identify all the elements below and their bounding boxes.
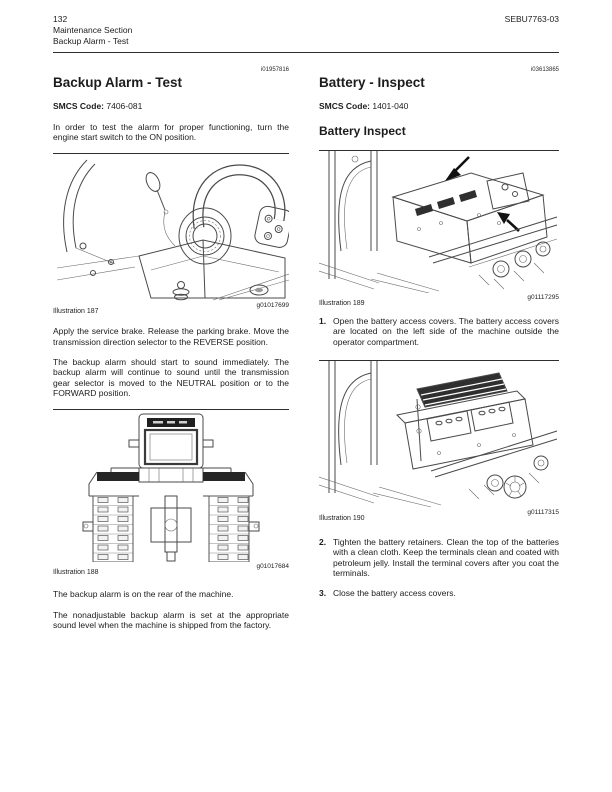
illustration-190-block: Illustration 190 g01117315 — [319, 359, 559, 522]
header-section: Maintenance Section — [53, 25, 133, 35]
smcs-label: SMCS Code: — [319, 100, 370, 111]
caption-label: Illustration 190 — [319, 514, 365, 522]
connector-plate — [254, 206, 289, 249]
caption-label: Illustration 187 — [53, 308, 99, 316]
header-subsection: Backup Alarm - Test — [53, 36, 129, 46]
caption-code: g01017699 — [256, 302, 289, 310]
manual-page: 132 Maintenance Section Backup Alarm - T… — [53, 14, 559, 630]
header-left: 132 Maintenance Section Backup Alarm - T… — [53, 14, 132, 47]
step-number: 1. — [319, 316, 327, 327]
illustration-188-block: Illustration 188 g01017684 — [53, 409, 289, 576]
header-rule — [53, 52, 559, 53]
subheading-battery-inspect: Battery Inspect — [319, 123, 406, 138]
article-id: i01957816 — [260, 67, 289, 73]
illustration-187-block: Illustration 187 g01017699 — [53, 153, 289, 315]
paragraph-alarm-sound: The backup alarm should start to sound i… — [53, 357, 289, 398]
step-number: 3. — [319, 588, 327, 599]
battery-covers-illustration — [319, 151, 558, 294]
illustration-caption: Illustration 188 g01017684 — [53, 562, 289, 576]
arrow-icon — [445, 156, 470, 182]
arrow-icon — [497, 212, 520, 232]
selector-lever-illustration — [56, 160, 289, 301]
header-page-number: 132 — [53, 14, 68, 24]
article-title-battery-inspect: Battery - Inspect — [319, 75, 425, 90]
smcs-code: SMCS Code: 7406-081 — [53, 101, 289, 111]
paragraph-intro: In order to test the alarm for proper fu… — [53, 121, 289, 143]
caption-label: Illustration 189 — [319, 300, 365, 308]
step-item: 3. Close the battery access covers. — [319, 588, 559, 598]
smcs-label: SMCS Code: — [53, 100, 104, 111]
caption-label: Illustration 188 — [53, 569, 99, 577]
article-id: i03613865 — [530, 67, 559, 73]
illustration-caption: Illustration 187 g01017699 — [53, 301, 289, 315]
caption-code: g01017684 — [256, 563, 289, 571]
left-column: i01957816 Backup Alarm - Test SMCS Code:… — [53, 53, 289, 630]
illustration-189-block: Illustration 189 g01117295 — [319, 150, 559, 307]
battery-compartment-illustration — [319, 360, 558, 508]
step-number: 2. — [319, 536, 327, 547]
smcs-value: 1401-040 — [372, 100, 409, 111]
illustration-caption: Illustration 189 g01117295 — [319, 293, 559, 307]
step-text: Open the battery access covers. The batt… — [333, 316, 559, 347]
caption-code: g01117295 — [527, 294, 559, 302]
illustration-caption: Illustration 190 g01117315 — [319, 508, 559, 522]
tractor-rear-illustration — [82, 413, 260, 563]
paragraph-nonadjustable: The nonadjustable backup alarm is set at… — [53, 609, 289, 630]
smcs-code: SMCS Code: 1401-040 — [319, 101, 559, 111]
paragraph-apply-brake: Apply the service brake. Release the par… — [53, 326, 289, 347]
caption-code: g01117315 — [527, 508, 559, 516]
step-text: Close the battery access covers. — [333, 588, 456, 599]
smcs-value: 7406-081 — [106, 100, 143, 111]
step-text: Tighten the battery retainers. Clean the… — [333, 536, 559, 578]
step-item: 1. Open the battery access covers. The b… — [319, 316, 559, 347]
right-column: i03613865 Battery - Inspect SMCS Code: 1… — [319, 53, 559, 630]
header-doc-code: SEBU7763-03 — [504, 14, 559, 24]
article-title-backup-alarm: Backup Alarm - Test — [53, 75, 183, 90]
step-item: 2. Tighten the battery retainers. Clean … — [319, 537, 559, 578]
page-header: 132 Maintenance Section Backup Alarm - T… — [53, 14, 559, 47]
paragraph-alarm-location: The backup alarm is on the rear of the m… — [53, 589, 234, 600]
